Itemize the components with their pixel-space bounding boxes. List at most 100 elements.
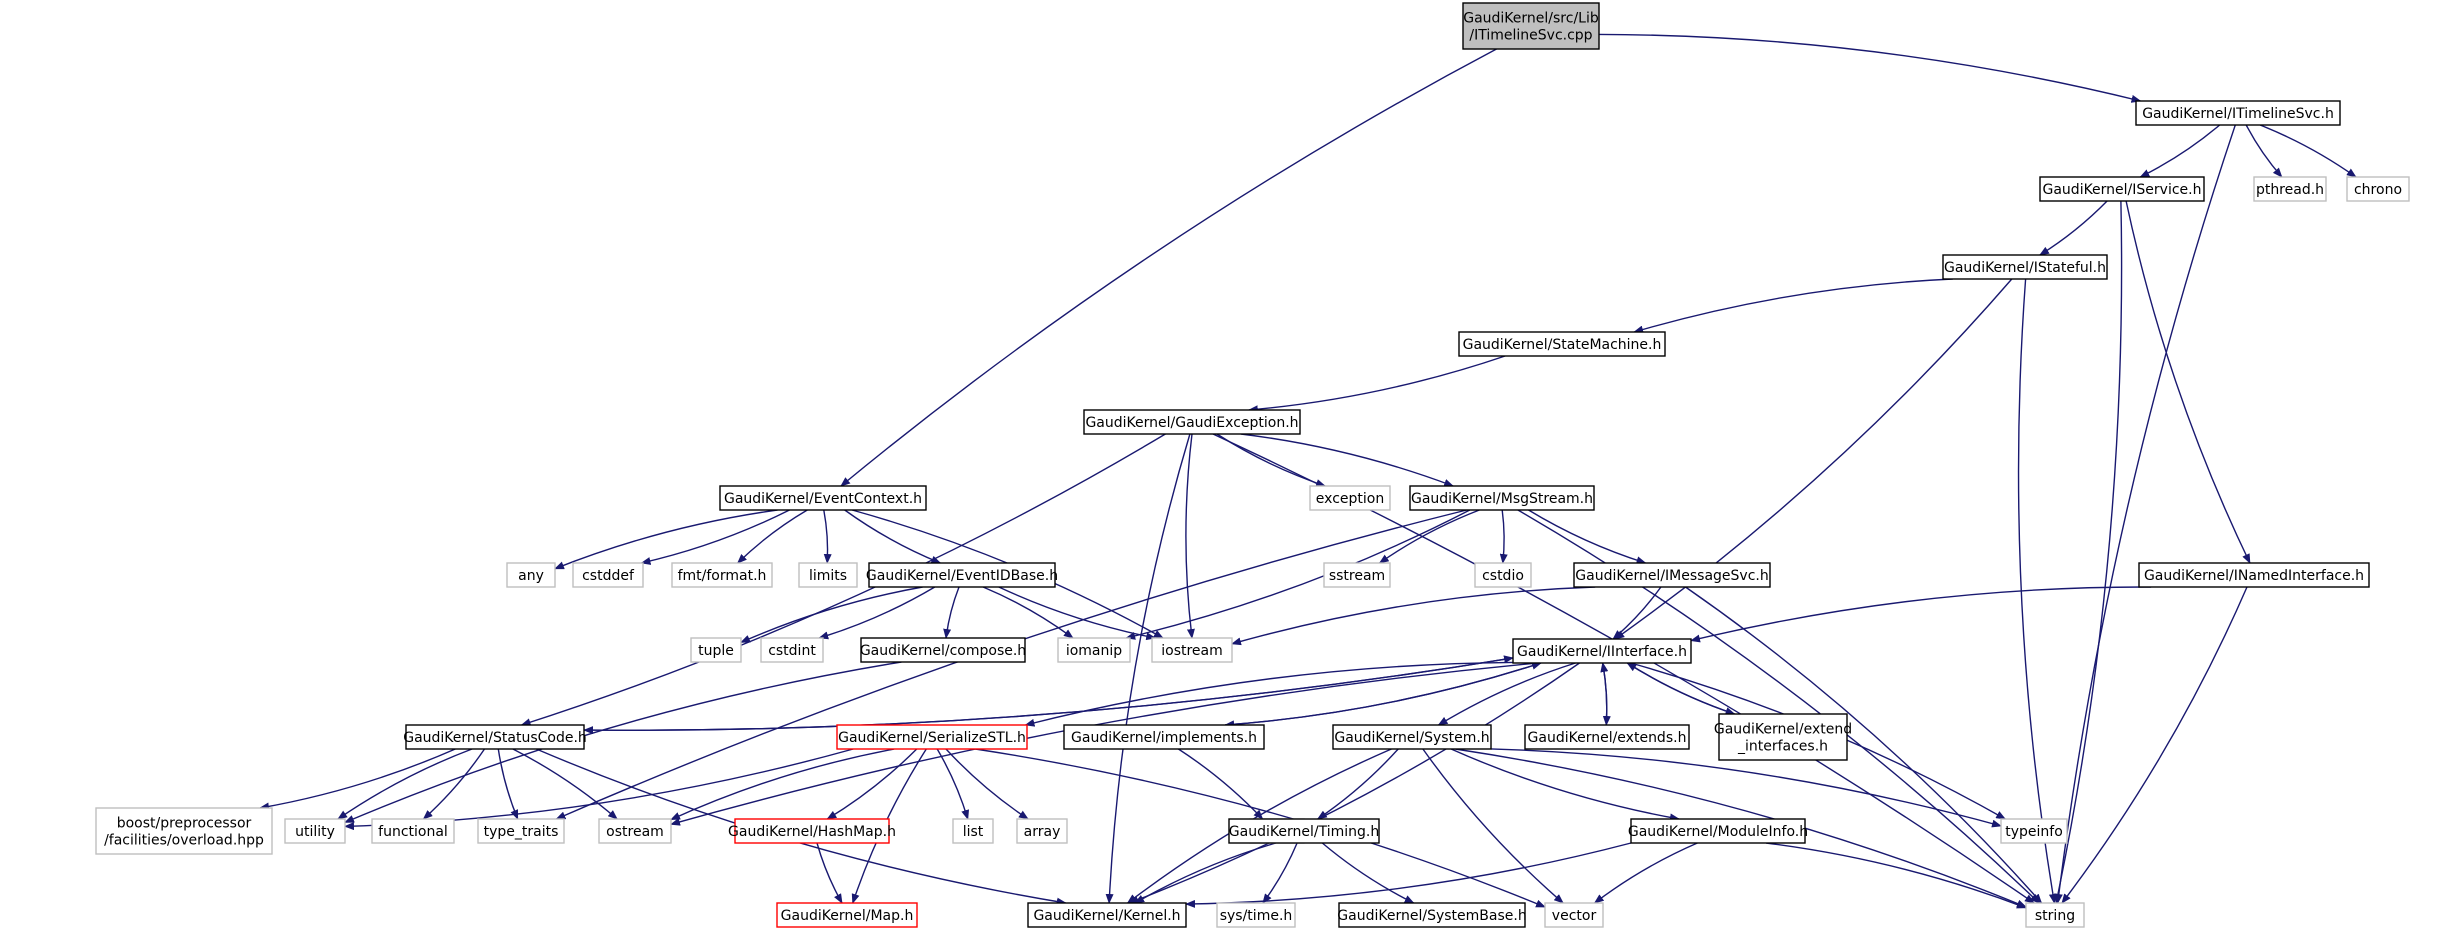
node-box: [2138, 562, 2370, 588]
node-statuscode[interactable]: GaudiKernel/StatusCode.h: [403, 724, 587, 750]
node-box: [1083, 409, 1301, 435]
node-vector: vector: [1544, 902, 1604, 928]
node-label: GaudiKernel/Kernel.h: [1033, 908, 1180, 924]
edge-iinterface-to-extendinterfaces: [1626, 662, 1736, 715]
node-any: any: [506, 562, 556, 588]
node-box: [1474, 562, 1532, 588]
node-map[interactable]: GaudiKernel/Map.h: [776, 902, 918, 928]
node-box: [1512, 638, 1692, 664]
edge-gaudiexception-to-msgstream: [1240, 433, 1455, 487]
node-utility: utility: [284, 818, 346, 844]
edge-imessagesvc-to-iostream: [1231, 586, 1596, 646]
node-functional: functional: [371, 818, 455, 844]
node-box: [1151, 637, 1233, 663]
edge-itimelinesvc-to-string: [2054, 124, 2236, 904]
edge-statemachine-to-gaudiexception: [1247, 355, 1506, 414]
node-eventidbase[interactable]: GaudiKernel/EventIDBase.h: [866, 562, 1058, 588]
edge-timing-to-systembase: [1321, 842, 1415, 904]
node-label: /facilities/overload.hpp: [104, 833, 264, 849]
edge-timing-to-kernel: [1134, 842, 1277, 904]
node-istateful[interactable]: GaudiKernel/IStateful.h: [1942, 254, 2108, 280]
node-tuple: tuple: [690, 637, 742, 663]
edge-iinterface-to-serializestl: [1024, 661, 1514, 727]
node-itimelinesvc[interactable]: GaudiKernel/ITimelineSvc.h: [2135, 100, 2341, 126]
edge-msgstream-to-imessagesvc: [1528, 509, 1647, 565]
node-box: [760, 637, 824, 663]
node-iservice[interactable]: GaudiKernel/IService.h: [2039, 176, 2205, 202]
node-box: [719, 485, 927, 511]
node-box: [477, 818, 565, 844]
node-label: boost/preprocessor: [117, 816, 252, 832]
edge-extends-to-iinterface: [1600, 662, 1609, 726]
node-label: GaudiKernel/ITimelineSvc.h: [2142, 106, 2334, 122]
edge-itimelinesvc-to-pthread: [2245, 124, 2283, 178]
node-moduleinfo[interactable]: GaudiKernel/ModuleInfo.h: [1628, 818, 1808, 844]
edge-inamedinterface-to-iinterface: [1690, 586, 2152, 643]
edge-msgstream-to-string: [1517, 509, 2040, 904]
edge-msgstream-to-sstream: [1378, 509, 1480, 564]
node-extendinterfaces[interactable]: GaudiKernel/extend_interfaces.h: [1714, 713, 1852, 761]
edge-implements-to-atomic: [1178, 748, 1264, 820]
node-gaudiexception[interactable]: GaudiKernel/GaudiException.h: [1083, 409, 1301, 435]
node-box: [95, 807, 273, 855]
node-chrono: chrono: [2346, 176, 2410, 202]
edge-statuscode-to-utility: [337, 748, 473, 820]
node-string: string: [2025, 902, 2085, 928]
edge-serializestl-to-ostream: [670, 748, 895, 821]
node-box: [1057, 637, 1131, 663]
node-typeinfo: typeinfo: [2000, 818, 2068, 844]
node-msgstream[interactable]: GaudiKernel/MsgStream.h: [1409, 485, 1595, 511]
node-label: GaudiKernel/IStateful.h: [1944, 260, 2106, 276]
edge-moduleinfo-to-vector: [1593, 842, 1698, 904]
node-iinterface[interactable]: GaudiKernel/IInterface.h: [1512, 638, 1692, 664]
node-box: [405, 724, 585, 750]
node-box: [1309, 485, 1391, 511]
node-box: [2135, 100, 2341, 126]
node-label: GaudiKernel/src/Lib: [1463, 11, 1599, 27]
node-timing[interactable]: GaudiKernel/Timing.h: [1228, 818, 1380, 844]
node-extends[interactable]: GaudiKernel/extends.h: [1524, 724, 1690, 750]
node-systembase[interactable]: GaudiKernel/SystemBase.h: [1337, 902, 1527, 928]
edge-eventidbase-to-compose: [943, 586, 960, 639]
edge-root-to-eventcontext: [840, 48, 1497, 487]
node-statemachine[interactable]: GaudiKernel/StateMachine.h: [1458, 331, 1666, 357]
node-label: GaudiKernel/SystemBase.h: [1337, 908, 1526, 924]
node-imessagesvc[interactable]: GaudiKernel/IMessageSvc.h: [1573, 562, 1771, 588]
node-box: [1524, 724, 1690, 750]
node-label: any: [518, 568, 544, 584]
node-label: iomanip: [1066, 643, 1122, 659]
node-system[interactable]: GaudiKernel/System.h: [1332, 724, 1492, 750]
node-label: functional: [378, 824, 448, 840]
node-implements[interactable]: GaudiKernel/implements.h: [1063, 724, 1265, 750]
node-box: [1063, 724, 1265, 750]
node-eventcontext[interactable]: GaudiKernel/EventContext.h: [719, 485, 927, 511]
node-box: [1630, 818, 1806, 844]
node-compose[interactable]: GaudiKernel/compose.h: [860, 637, 1026, 663]
edge-serializestl-to-vector: [975, 748, 1546, 908]
node-serializestl[interactable]: GaudiKernel/SerializeSTL.h: [836, 724, 1028, 750]
edge-iinterface-to-system: [1437, 662, 1576, 726]
edge-eventidbase-to-cstdint: [818, 586, 936, 640]
node-box: [952, 818, 994, 844]
edge-gaudiexception-to-exception: [1216, 433, 1327, 487]
edge-system-to-string: [1455, 748, 2027, 908]
node-box: [860, 637, 1026, 663]
node-label: /ITimelineSvc.cpp: [1469, 28, 1592, 44]
node-sstream: sstream: [1323, 562, 1391, 588]
node-hashmap[interactable]: GaudiKernel/HashMap.h: [728, 818, 896, 844]
node-label: chrono: [2354, 182, 2402, 198]
edge-itimelinesvc-to-iservice: [2139, 124, 2221, 178]
node-box: [776, 902, 918, 928]
node-label: ostream: [606, 824, 664, 840]
node-box: [572, 562, 644, 588]
edge-hashmap-to-map: [816, 842, 843, 904]
node-box: [2346, 176, 2410, 202]
node-kernel[interactable]: GaudiKernel/Kernel.h: [1027, 902, 1187, 928]
edge-timing-to-systime: [1262, 842, 1298, 904]
node-box: [2039, 176, 2205, 202]
node-list: list: [952, 818, 994, 844]
node-root[interactable]: GaudiKernel/src/Lib/ITimelineSvc.cpp: [1462, 2, 1600, 50]
edge-statuscode-to-functional: [422, 748, 486, 820]
node-inamedinterface[interactable]: GaudiKernel/INamedInterface.h: [2138, 562, 2370, 588]
edge-serializestl-to-hashmap: [826, 748, 918, 820]
